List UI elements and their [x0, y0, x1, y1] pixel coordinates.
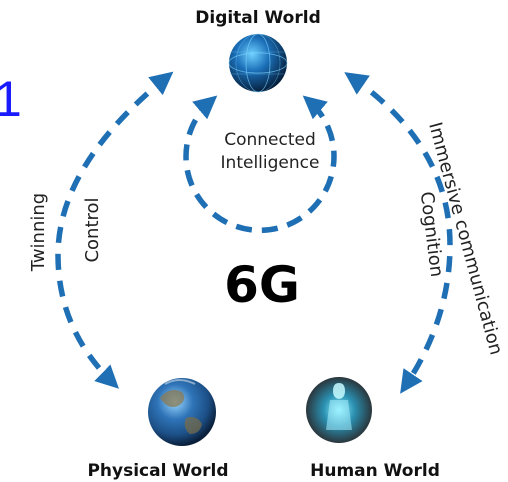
node-label-digital-world: Digital World: [195, 8, 320, 28]
inner-cycle-arrow: [183, 95, 337, 233]
inner-cycle-label-connected: Connected: [224, 130, 316, 150]
node-label-human-world: Human World: [310, 461, 440, 481]
left-arc-label-control: Control: [82, 197, 103, 262]
earth-globe-icon: [148, 378, 216, 446]
inner-cycle-label-intelligence: Intelligence: [221, 153, 320, 173]
center-label-6g: 6G: [224, 256, 300, 314]
right-arc-label-cognition: Cognition: [416, 190, 447, 278]
cropped-edge-text: 1: [0, 71, 22, 127]
left-arc-arrow: [55, 71, 174, 389]
node-label-physical-world: Physical World: [87, 461, 228, 481]
human-hologram-icon: [306, 377, 372, 443]
digital-world-globe-icon: [228, 33, 288, 93]
left-arc-label-twinning: Twinning: [28, 193, 49, 272]
right-arc-arrow: [344, 72, 453, 394]
